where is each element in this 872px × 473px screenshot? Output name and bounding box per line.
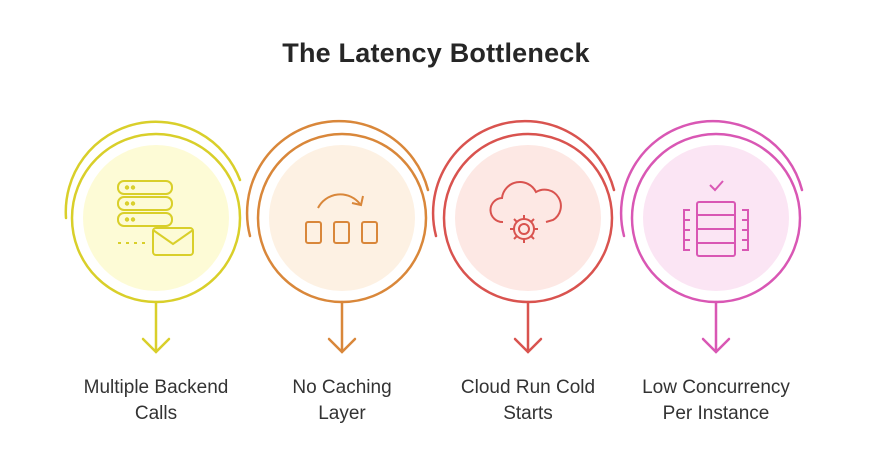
- step-1-tail: [64, 120, 242, 220]
- no-cache-icon: [305, 193, 378, 244]
- step-2-connector-arrow: [327, 300, 357, 354]
- instance-rack-icon: [683, 180, 749, 257]
- step-4: [619, 119, 804, 354]
- step-3-connector-arrow: [513, 300, 543, 354]
- step-2-tail: [245, 119, 430, 238]
- step-1: [64, 120, 242, 354]
- server-mail-icon: [117, 180, 194, 256]
- step-4-disc: [643, 145, 789, 291]
- step-1-connector-arrow: [141, 300, 171, 354]
- diagram-title: The Latency Bottleneck: [282, 38, 590, 68]
- cloud-gear-icon: [489, 181, 562, 243]
- step-2: [245, 119, 430, 354]
- step-3-tail: [431, 119, 616, 238]
- step-2-disc: [269, 145, 415, 291]
- step-1-disc: [83, 145, 229, 291]
- step-4-connector-arrow: [701, 300, 731, 354]
- step-3: [431, 119, 616, 354]
- step-4-tail: [619, 119, 804, 238]
- step-3-disc: [455, 145, 601, 291]
